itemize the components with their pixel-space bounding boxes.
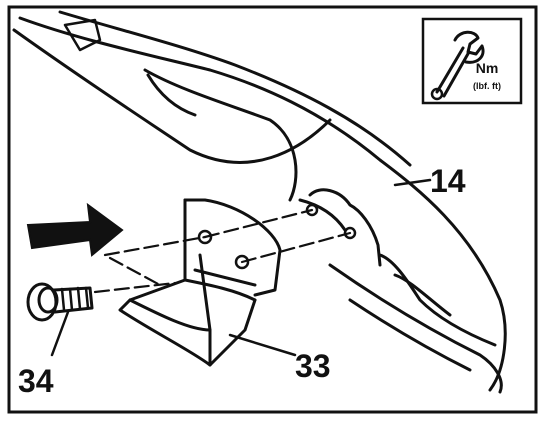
callout-34: 34 — [18, 363, 54, 399]
wrench-icon — [430, 30, 485, 101]
frame-rail — [12, 10, 507, 394]
torque-unit: Nm — [476, 60, 499, 76]
alignment-lines — [93, 208, 352, 294]
direction-arrow-icon — [26, 202, 124, 257]
bracket — [118, 188, 382, 367]
callout-33: 33 — [295, 348, 331, 384]
bolt — [26, 282, 94, 322]
figure-border — [7, 5, 538, 414]
leader-lines — [50, 178, 432, 357]
torque-unit-alt: (lbf. ft) — [473, 81, 501, 91]
torque-box: Nm (lbf. ft) — [421, 17, 523, 105]
callout-14: 14 — [430, 163, 466, 199]
